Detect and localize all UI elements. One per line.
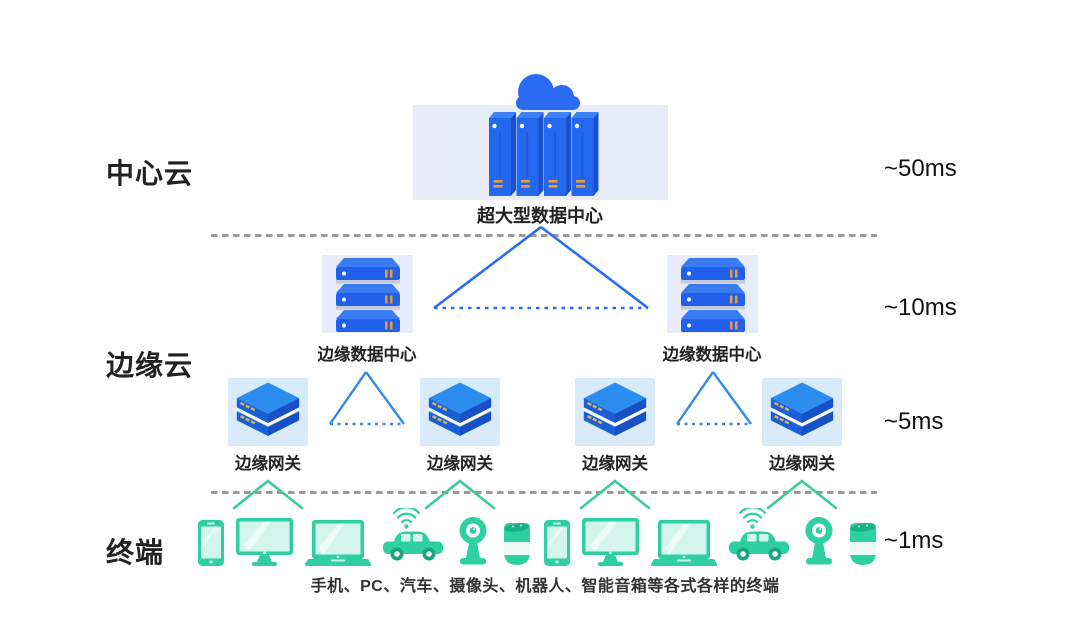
cloud-icon <box>516 74 580 110</box>
gateway-box-icon <box>236 382 300 436</box>
tier-label-central-cloud: 中心云 <box>106 158 194 189</box>
server-stack-icon <box>681 258 745 332</box>
tier-label-edge-cloud: 边缘云 <box>106 350 194 381</box>
gateway-box-icon <box>770 382 834 436</box>
smartphone-icon <box>543 520 570 566</box>
terminal-caption: 手机、PC、汽车、摄像头、机器人、智能音箱等各式各样的终端 <box>310 578 780 595</box>
desktop-monitor-icon <box>235 518 293 566</box>
terminal-row <box>198 508 878 566</box>
link-triangle-central <box>433 225 649 310</box>
laptop-icon <box>650 520 717 566</box>
autonomous-car-icon <box>729 508 790 561</box>
edge-gateway-label: 边缘网关 <box>427 455 493 473</box>
central-datacenter-label: 超大型数据中心 <box>477 206 603 226</box>
cloud-over-server-racks-icon <box>489 74 599 196</box>
divider-edge-terminal <box>211 491 877 494</box>
link-caret-terminal <box>424 479 496 510</box>
link-caret-terminal <box>579 479 651 510</box>
edge-gateway-label: 边缘网关 <box>769 455 835 473</box>
camera-icon <box>459 517 487 565</box>
latency-terminal: ~1ms <box>884 527 944 554</box>
desktop-monitor-icon <box>581 518 639 566</box>
gateway-box-icon <box>583 382 647 436</box>
laptop-icon <box>304 520 371 566</box>
gateway-box-icon <box>428 382 492 436</box>
edge-gateway-label: 边缘网关 <box>582 455 648 473</box>
latency-edge-dc: ~10ms <box>884 294 957 321</box>
link-triangle-edge-left <box>329 371 405 426</box>
divider-central-edge <box>211 234 877 237</box>
camera-icon <box>805 517 833 565</box>
latency-central: ~50ms <box>884 155 957 182</box>
edge-gateway-label: 边缘网关 <box>235 455 301 473</box>
smart-speaker-icon <box>849 523 876 565</box>
autonomous-car-icon <box>383 508 444 561</box>
edge-datacenter-label: 边缘数据中心 <box>662 346 762 364</box>
server-towers-icon <box>489 112 599 196</box>
latency-edge-gw: ~5ms <box>884 408 944 435</box>
link-caret-terminal <box>232 479 304 510</box>
link-caret-terminal <box>766 479 838 510</box>
smart-speaker-icon <box>504 523 531 565</box>
wifi-icon <box>739 508 767 524</box>
server-stack-icon <box>336 258 400 332</box>
link-triangle-edge-right <box>676 371 752 426</box>
smartphone-icon <box>198 520 224 566</box>
wifi-icon <box>393 508 421 524</box>
edge-datacenter-label: 边缘数据中心 <box>317 346 417 364</box>
tier-label-terminal: 终端 <box>106 537 165 568</box>
